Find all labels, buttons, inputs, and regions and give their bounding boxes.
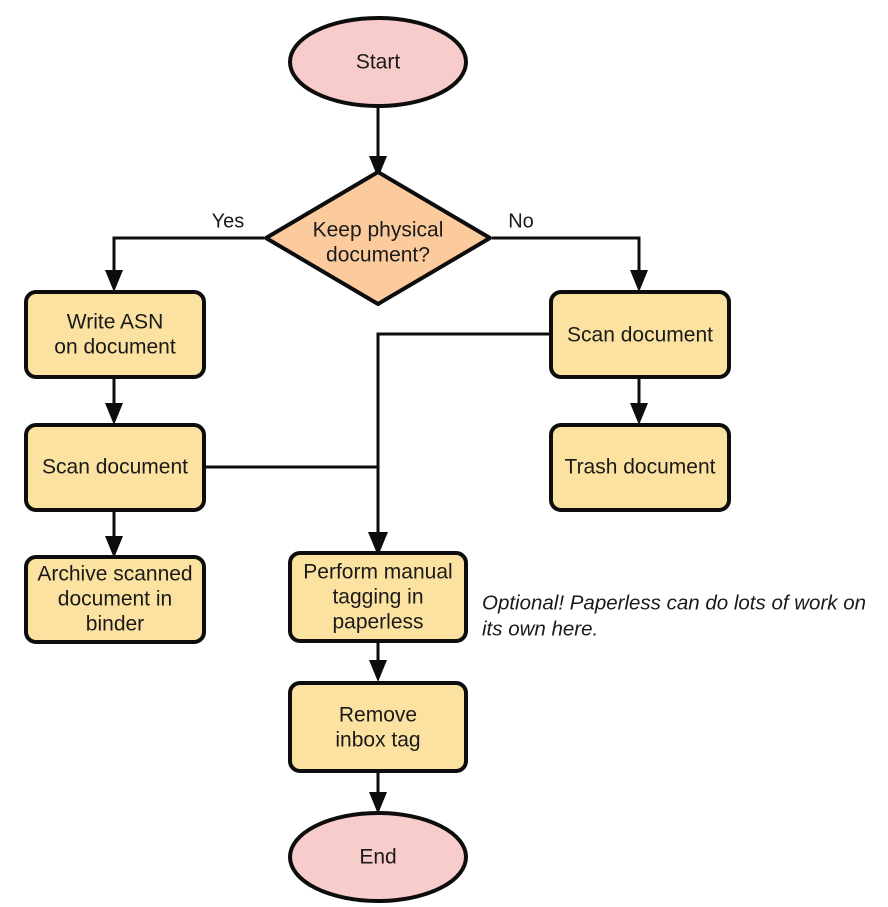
edge-decision-no-to-scan-right xyxy=(492,236,648,292)
node-end-label: End xyxy=(359,846,396,869)
edge-remove-inbox-to-end xyxy=(369,770,387,814)
node-manual-tagging-label-line3: paperless xyxy=(332,611,423,634)
node-trash-document-label: Trash document xyxy=(565,456,716,479)
node-manual-tagging-label-line2: tagging in xyxy=(332,586,423,609)
node-decision-label-line2: document? xyxy=(326,244,430,267)
node-end[interactable]: End xyxy=(288,811,468,903)
scan-document-right-box-shape[interactable] xyxy=(549,290,731,379)
arrow-head-icon xyxy=(630,270,648,292)
node-write-asn-label-line2: on document xyxy=(54,336,176,359)
edge-scan-right-to-manual-tagging xyxy=(368,332,551,556)
arrow-head-icon xyxy=(630,403,648,425)
node-remove-inbox-label-line2: inbox tag xyxy=(335,729,420,752)
node-archive-scanned-document[interactable]: Archive scanned document in binder xyxy=(24,555,206,644)
node-decision-label-line1: Keep physical xyxy=(313,219,444,242)
arrow-head-icon xyxy=(105,403,123,425)
arrow-head-icon xyxy=(105,270,123,292)
edge-start-to-decision xyxy=(369,102,387,178)
start-ellipse-shape[interactable] xyxy=(288,16,468,108)
edge-scan-left-to-archive xyxy=(105,510,123,558)
node-scan-document-left[interactable]: Scan document xyxy=(24,423,206,512)
annotation-optional-note: Optional! Paperless can do lots of work … xyxy=(482,591,866,640)
trash-document-box-shape[interactable] xyxy=(549,423,731,512)
edge-manual-tagging-to-remove-inbox xyxy=(369,641,387,682)
manual-tagging-box-shape[interactable] xyxy=(288,551,468,643)
node-write-asn-label-line1: Write ASN xyxy=(67,311,163,334)
remove-inbox-tag-box-shape[interactable] xyxy=(288,681,468,773)
node-scan-document-left-label: Scan document xyxy=(42,456,188,479)
edge-decision-yes-to-write-asn xyxy=(105,236,264,292)
node-manual-tagging[interactable]: Perform manual tagging in paperless xyxy=(288,551,468,643)
node-decision-keep-physical-document[interactable]: Keep physical document? xyxy=(264,170,492,306)
edge-line xyxy=(492,236,641,280)
node-manual-tagging-label-line1: Perform manual xyxy=(303,561,452,584)
node-write-asn[interactable]: Write ASN on document xyxy=(24,290,206,379)
edge-label-no: No xyxy=(508,210,534,232)
annotation-line2: its own here. xyxy=(482,617,598,640)
archive-box-shape[interactable] xyxy=(24,555,206,644)
node-archive-label-line1: Archive scanned xyxy=(37,563,192,586)
end-ellipse-shape[interactable] xyxy=(288,811,468,903)
edge-scan-right-to-trash xyxy=(630,377,648,425)
edge-write-asn-to-scan-left xyxy=(105,377,123,425)
decision-diamond-shape[interactable] xyxy=(264,170,492,306)
node-start-label: Start xyxy=(356,51,401,74)
edge-label-yes: Yes xyxy=(212,210,245,232)
edge-line xyxy=(376,332,551,542)
node-start[interactable]: Start xyxy=(288,16,468,108)
arrow-head-icon xyxy=(369,156,387,178)
node-remove-inbox-label-line1: Remove xyxy=(339,704,417,727)
node-archive-label-line3: binder xyxy=(86,613,144,636)
node-scan-document-right[interactable]: Scan document xyxy=(549,290,731,379)
arrow-head-icon xyxy=(369,660,387,682)
arrow-head-icon xyxy=(368,532,388,556)
scan-document-left-box-shape[interactable] xyxy=(24,423,206,512)
arrow-head-icon xyxy=(105,536,123,558)
arrow-head-icon xyxy=(369,792,387,814)
annotation-line1: Optional! Paperless can do lots of work … xyxy=(482,591,866,614)
node-archive-label-line2: document in xyxy=(58,588,172,611)
write-asn-box-shape[interactable] xyxy=(24,290,206,379)
node-trash-document[interactable]: Trash document xyxy=(549,423,731,512)
edge-line xyxy=(112,236,264,280)
node-remove-inbox-tag[interactable]: Remove inbox tag xyxy=(288,681,468,773)
node-scan-document-right-label: Scan document xyxy=(567,324,713,347)
